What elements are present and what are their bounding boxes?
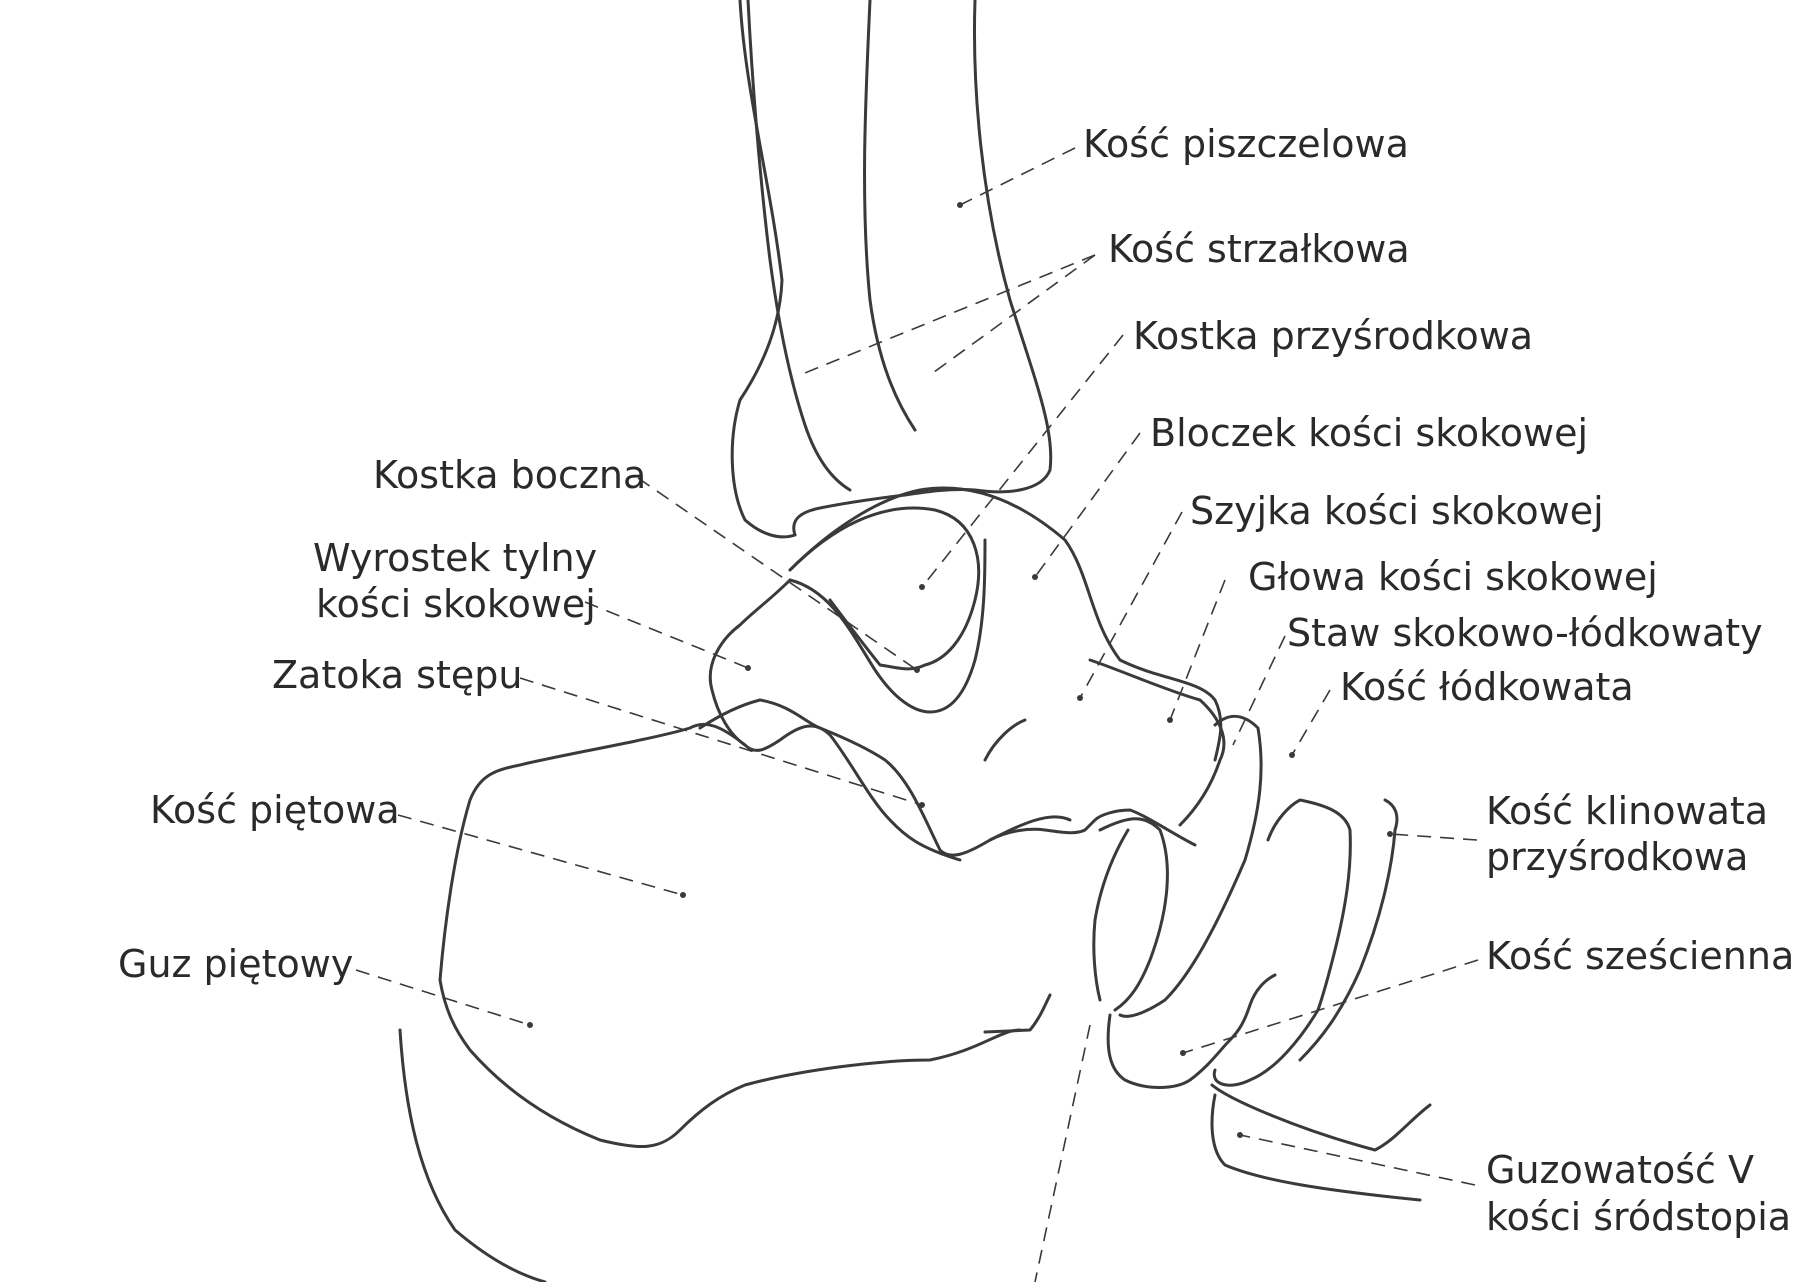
label-calcaneal-tuber: Guz piętowy — [118, 942, 353, 986]
talus-neck-outline — [1088, 658, 1226, 827]
tarsal-line-1 — [1092, 828, 1130, 1002]
label-calcaneus: Kość piętowa — [150, 788, 400, 832]
fibula-outline-posterior — [863, 0, 917, 432]
dot-calcaneal-tuber — [527, 1022, 533, 1028]
dot-talus-neck — [1077, 695, 1083, 701]
dot-calcaneus — [680, 892, 686, 898]
label-fifth-metatarsal-line2: kości śródstopia — [1486, 1195, 1791, 1239]
tibia-distal-plafond — [792, 487, 977, 537]
leader-sinus-tarsi — [519, 677, 923, 806]
label-medial-malleolus: Kostka przyśrodkowa — [1133, 314, 1533, 358]
leader-bottom — [1034, 1024, 1091, 1282]
medial-malleolus-outline — [788, 486, 1223, 762]
label-posterior-process-line1: Wyrostek tylny — [313, 536, 597, 580]
cuboid-lower — [1210, 1083, 1432, 1152]
leader-lines — [355, 147, 1479, 1282]
dot-medial-cuneiform — [1387, 831, 1393, 837]
label-talus-head: Głowa kości skokowej — [1248, 555, 1658, 599]
bone-outlines — [398, 0, 1432, 1282]
leader-medial-cuneiform — [1389, 833, 1478, 841]
leader-talus-trochlea — [1034, 432, 1141, 578]
dot-cuboid — [1180, 1050, 1186, 1056]
label-medial-cuneiform-line2: przyśrodkowa — [1486, 835, 1748, 879]
tibia-outline-anterior — [972, 0, 1053, 494]
label-talonavicular-joint: Staw skokowo-łódkowaty — [1287, 611, 1763, 655]
leader-fibula-a — [799, 254, 1096, 376]
fibula-outline — [746, 0, 852, 492]
talus-head-outline — [983, 718, 1027, 762]
calcaneus-anterior-process — [988, 808, 1197, 847]
dot-medial-malleolus — [919, 584, 925, 590]
label-cuboid: Kość sześcienna — [1486, 934, 1794, 978]
label-lateral-malleolus: Kostka boczna — [373, 453, 646, 497]
medial-cuneiform-outline — [1266, 798, 1352, 1012]
label-posterior-process-line2: kości skokowej — [316, 582, 596, 626]
dot-navicular — [1289, 752, 1295, 758]
talus-dome — [788, 506, 981, 671]
label-fifth-metatarsal-line1: Guzowatość V — [1486, 1148, 1754, 1192]
tibia-outline-posterior — [730, 0, 797, 539]
leader-fifth-metatarsal — [1239, 1134, 1476, 1186]
label-sinus-tarsi: Zatoka stępu — [272, 653, 522, 697]
dot-fifth-metatarsal — [1237, 1132, 1243, 1138]
leader-posterior-process — [584, 601, 749, 669]
leader-talus-neck — [1079, 511, 1183, 699]
dot-lateral-malleolus — [914, 667, 920, 673]
label-talus-trochlea: Bloczek kości skokowej — [1150, 411, 1588, 455]
talus-posterior-outline — [708, 578, 792, 747]
dot-posterior-process — [745, 665, 751, 671]
fifth-metatarsal-line — [1298, 798, 1399, 1062]
calcaneus-outline — [438, 722, 1022, 1149]
metatarsal-line — [1212, 1008, 1320, 1087]
leader-tibia — [959, 147, 1076, 206]
leader-cuboid — [1182, 959, 1479, 1054]
calcaneus-sinus-tarsi — [743, 724, 962, 862]
label-talus-neck: Szyjka kości skokowej — [1190, 489, 1604, 533]
leader-talus-head — [1169, 579, 1226, 721]
label-tibia: Kość piszczelowa — [1083, 122, 1409, 166]
leader-navicular — [1291, 689, 1331, 756]
label-medial-cuneiform-line1: Kość klinowata — [1486, 789, 1768, 833]
dot-tibia — [957, 202, 963, 208]
leader-calcaneal-tuber — [355, 969, 531, 1026]
leader-lateral-malleolus — [637, 477, 918, 671]
navicular-outline — [1098, 817, 1169, 1012]
heel-soft-tissue — [398, 1028, 547, 1282]
fifth-metatarsal-tuberosity — [1210, 1093, 1422, 1202]
label-navicular: Kość łódkowata — [1340, 665, 1634, 709]
leader-fibula-b — [929, 254, 1096, 376]
leader-medial-malleolus — [921, 334, 1124, 588]
calcaneus-distal-lower — [983, 993, 1052, 1034]
leader-talonavicular-joint — [1232, 635, 1286, 746]
leader-calcaneus — [397, 814, 684, 896]
dot-talus-trochlea — [1032, 574, 1038, 580]
cuneiform-outline — [1118, 714, 1263, 1018]
label-fibula: Kość strzałkowa — [1108, 227, 1410, 271]
dot-sinus-tarsi — [919, 802, 925, 808]
dot-talus-head — [1167, 717, 1173, 723]
cuboid-outline — [1106, 973, 1277, 1089]
lateral-malleolus-outline — [788, 538, 987, 714]
labels: Kość piszczelowa Kość strzałkowa Kostka … — [118, 122, 1794, 1239]
